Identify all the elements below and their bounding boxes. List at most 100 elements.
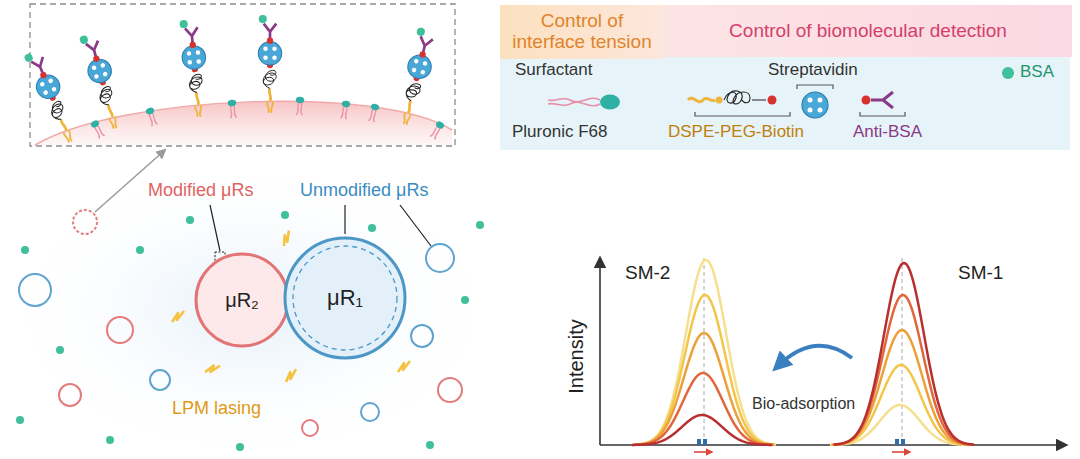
bsa-dots [21, 246, 29, 254]
node-text: μR₂ [225, 289, 259, 311]
legend-panel [716, 97, 723, 104]
bsa-dots [368, 224, 376, 232]
peak-label: SM-2 [625, 262, 670, 284]
spectrum-chart [892, 451, 910, 453]
spectrum-peaks [632, 260, 974, 445]
small-resonators [73, 210, 97, 234]
lasing-bolts [172, 311, 184, 322]
legend-panel [862, 96, 871, 105]
node-text: μR₁ [327, 286, 363, 310]
surface-zoom [145, 107, 159, 127]
surface-zoom [30, 4, 455, 146]
small-resonators [150, 370, 170, 390]
surface-zoom [35, 101, 452, 145]
legend-panel [797, 85, 833, 89]
legend-panel [600, 95, 620, 110]
surface-zoom [367, 103, 380, 123]
legend-panel [860, 112, 905, 116]
bsa-dots [106, 436, 114, 444]
node-text: Control of biomolecular detection [669, 21, 1067, 42]
spectrum-peak [634, 333, 774, 445]
legend-label: Pluronic F68 [512, 122, 607, 142]
surface-zoom [227, 99, 237, 118]
legend-panel [802, 92, 828, 118]
node-text: Control of interface tension [505, 11, 659, 53]
mode-ring [293, 246, 397, 350]
legend-panel [818, 108, 823, 113]
background-glow [0, 160, 500, 459]
small-resonators [426, 244, 454, 272]
surface-zoom [35, 101, 452, 145]
surface-zoom [23, 47, 81, 146]
circle-outline [285, 238, 405, 358]
peak-label: SM-1 [958, 262, 1003, 284]
spectrum-peak [832, 330, 972, 445]
bsa-dots [16, 211, 484, 451]
legend-panel [695, 112, 790, 116]
legend-label: Streptavidin [768, 60, 858, 80]
legend-panel [500, 57, 1070, 150]
group-label: Unmodified μRs [300, 180, 428, 201]
legend-label: BSA [1020, 62, 1054, 82]
bsa-dots [461, 296, 469, 304]
surface-zoom [339, 100, 350, 119]
legend-panel [1002, 67, 1014, 79]
bsa-dots [281, 211, 289, 219]
bsa-dots [56, 346, 64, 354]
surface-zoom [394, 27, 440, 127]
legend-panel [808, 108, 813, 113]
legend-label: Anti-BSA [853, 122, 922, 142]
legend-panel [548, 98, 600, 105]
spectrum-chart [694, 451, 712, 453]
bsa-dots [426, 441, 434, 449]
leader-lines [400, 205, 431, 246]
spectrum-peak [632, 415, 772, 445]
small-resonators [411, 325, 433, 347]
legend-panel [818, 98, 823, 103]
legend-panel [808, 98, 813, 103]
spectrum-peak [635, 295, 775, 445]
bsa-dots [136, 246, 144, 254]
lasing-bolts [279, 230, 295, 246]
lasing-bolts [205, 362, 220, 376]
resonator-circle: μR₁ [283, 236, 407, 360]
section-header: Control of biomolecular detection [664, 5, 1072, 57]
lasing-bolts [284, 369, 298, 382]
small-resonators [19, 274, 51, 306]
spectrum-chart [778, 346, 852, 366]
bsa-dots [236, 443, 244, 451]
lasing-bolts [398, 361, 410, 372]
leader-lines [210, 205, 220, 251]
bsa-dots [186, 216, 194, 224]
surface-zoom [429, 120, 445, 140]
small-resonators [361, 403, 379, 421]
small-resonators [19, 210, 462, 436]
lasing-bolts [172, 230, 410, 382]
small-resonators [59, 384, 81, 406]
legend-label: Surfactant [515, 60, 593, 80]
spectrum-peak [833, 295, 973, 445]
surface-zoom [23, 4, 455, 146]
spectrum-chart [599, 258, 601, 445]
group-label: Modified μRs [148, 180, 253, 201]
legend-panel [688, 98, 715, 101]
spectrum-chart [901, 439, 905, 445]
spectrum-peak [834, 263, 974, 445]
surface-zoom [90, 119, 106, 139]
circle-outline [196, 254, 288, 346]
small-resonators [302, 420, 318, 436]
spectrum-chart [697, 439, 701, 445]
effect-label: LPM lasing [172, 398, 261, 419]
section-header: Control of interface tension [500, 5, 664, 59]
legend-panel [871, 92, 893, 108]
small-resonators [107, 317, 133, 343]
resonator-circle: μR₂ [194, 252, 290, 348]
legend-panel [500, 57, 1070, 150]
bsa-dots [16, 416, 24, 424]
spectrum-chart [895, 439, 899, 445]
arrow-label: Bio-adsorption [752, 395, 855, 413]
spectrum-chart [703, 439, 707, 445]
leader-lines [95, 150, 431, 262]
surface-zoom [78, 31, 126, 131]
